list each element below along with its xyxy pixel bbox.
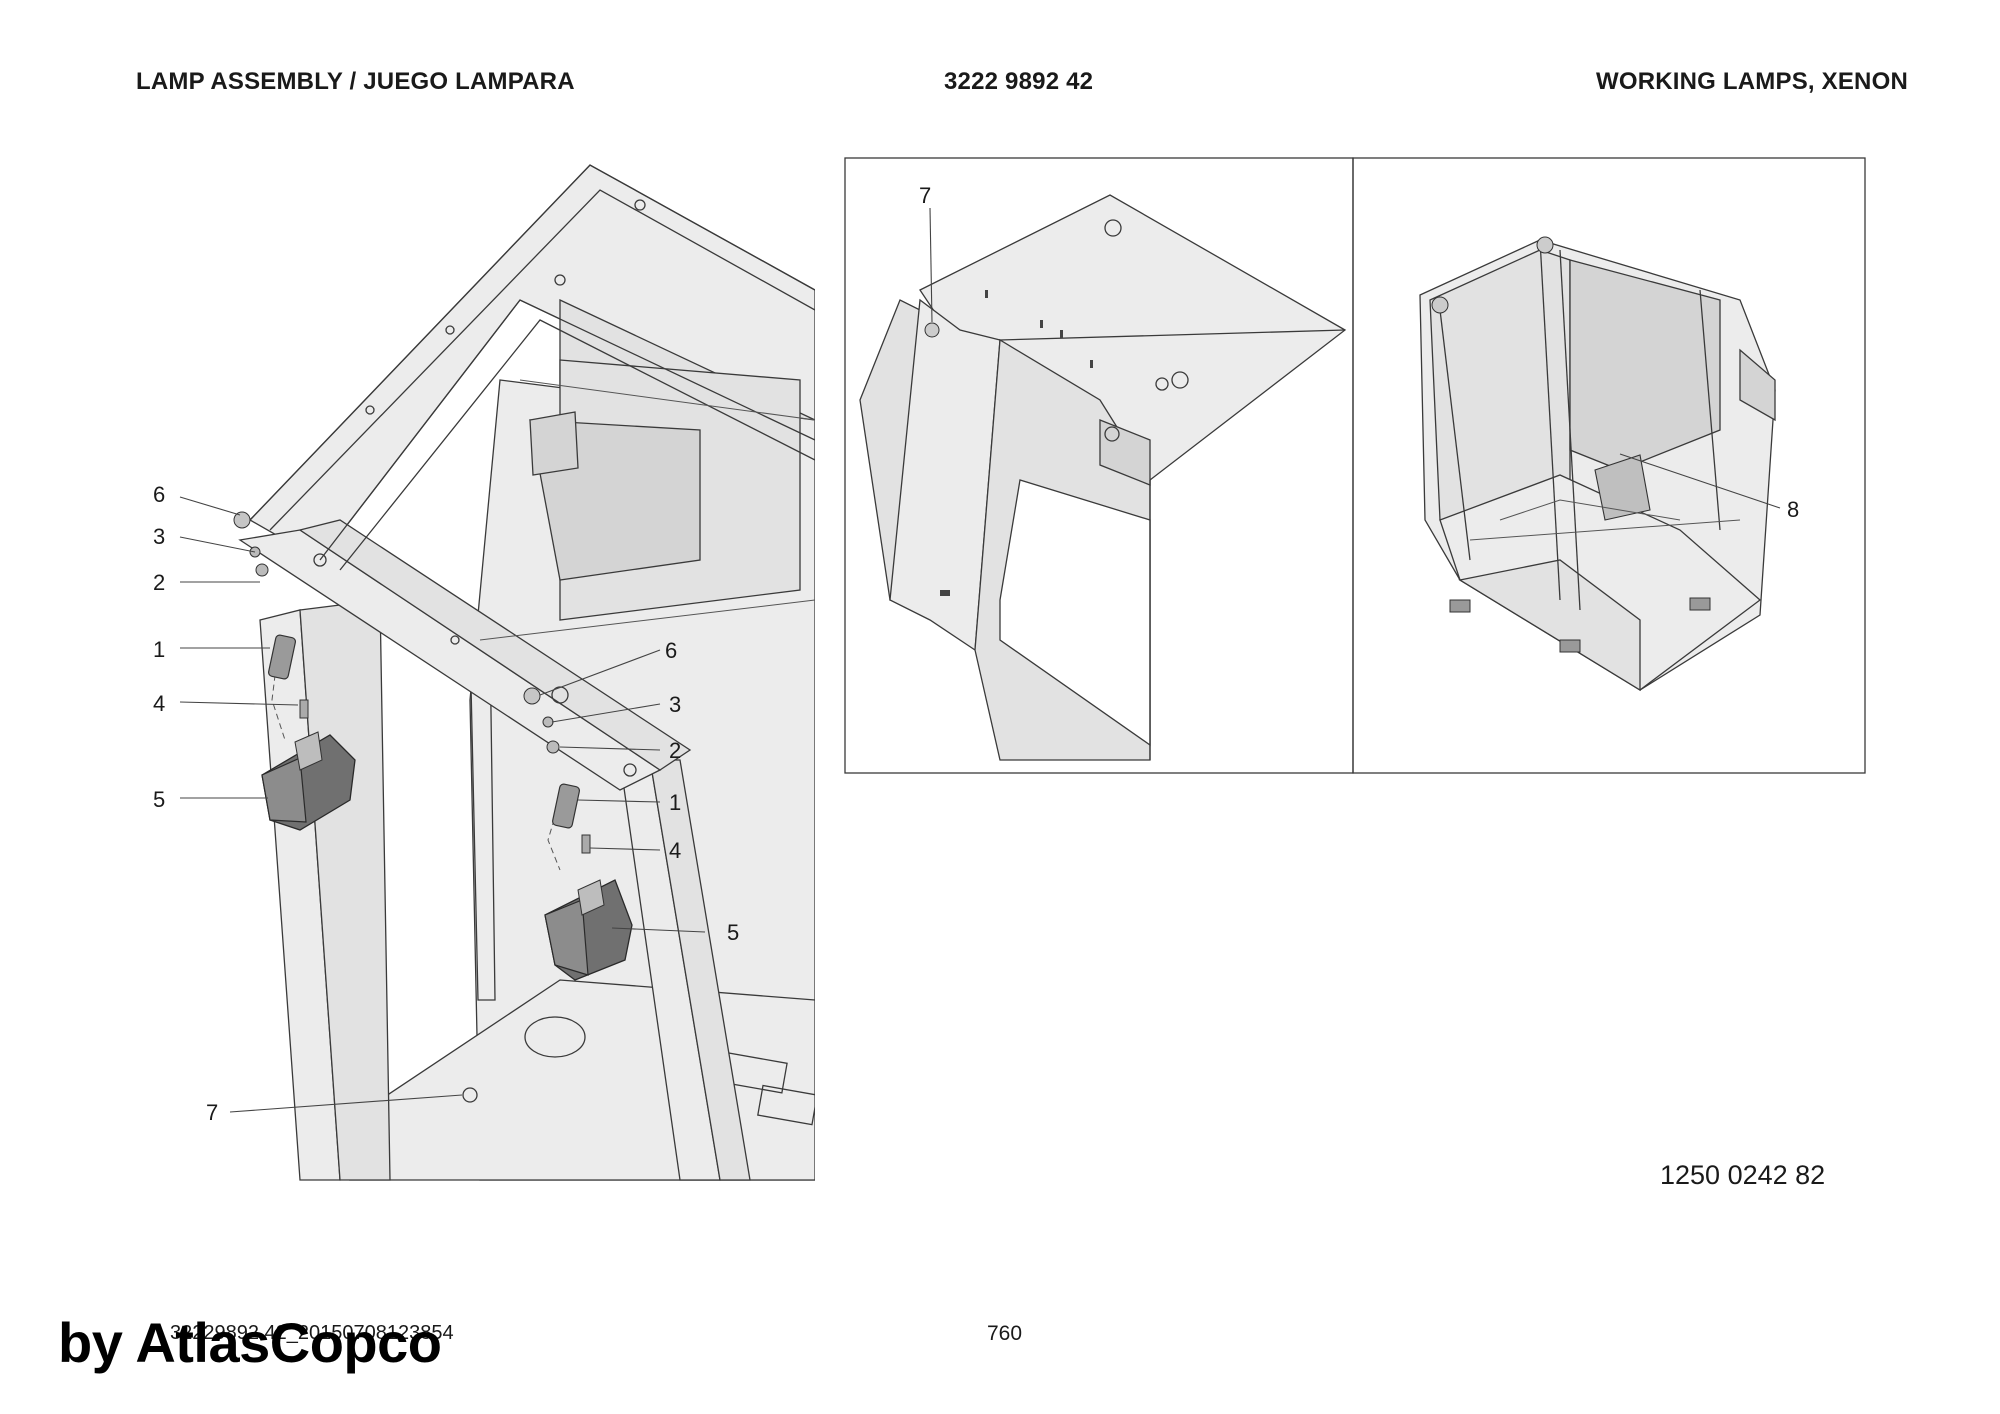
main-leaders — [179, 496, 706, 1113]
illustration-number: 1250 0242 82 — [1660, 1160, 1826, 1190]
callout-5-left: 5 — [153, 787, 165, 812]
overview-view: 8 — [1352, 157, 1866, 774]
callout-4-right: 4 — [669, 838, 681, 863]
callout-6-right: 6 — [665, 638, 677, 663]
callout-5-right: 5 — [727, 920, 739, 945]
callout-2-right: 2 — [669, 738, 681, 763]
callout-1-left: 1 — [153, 637, 165, 662]
callout-3-right: 3 — [669, 692, 681, 717]
callout-7-main: 7 — [206, 1100, 218, 1125]
assembly-title: LAMP ASSEMBLY / JUEGO LAMPARA — [136, 68, 575, 95]
lamp-right — [523, 687, 633, 981]
page-number: 760 — [987, 1322, 1023, 1345]
callout-7-detail: 7 — [919, 183, 931, 208]
section-title: WORKING LAMPS, XENON — [1595, 68, 1908, 95]
callout-8-overview: 8 — [1787, 497, 1799, 522]
detail-view: 7 — [844, 157, 1354, 774]
main-callouts: 6 3 2 1 4 5 6 3 2 1 4 5 7 — [153, 482, 739, 1125]
callout-2-left: 2 — [153, 570, 165, 595]
document-code: 32229892 42_20150708123854 — [170, 1322, 454, 1344]
callout-4-left: 4 — [153, 691, 165, 716]
main-exploded-view: 6 3 2 1 4 5 6 3 2 1 4 5 7 — [153, 164, 815, 1181]
lamp-left — [233, 511, 356, 831]
watermark: by AtlasCopco — [58, 1311, 442, 1374]
callout-6-left: 6 — [153, 482, 165, 507]
part-number: 3222 9892 42 — [944, 68, 1094, 95]
callout-3-left: 3 — [153, 524, 165, 549]
callout-1-right: 1 — [669, 790, 681, 815]
